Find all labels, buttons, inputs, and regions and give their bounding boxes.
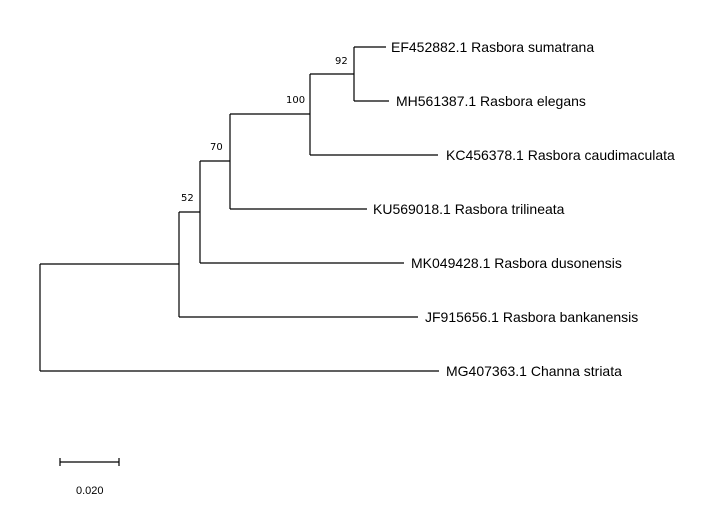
bootstrap-100: 100 — [286, 95, 305, 106]
taxon-label: MK049428.1 Rasbora dusonensis — [411, 255, 622, 271]
taxon-label: EF452882.1 Rasbora sumatrana — [391, 39, 594, 55]
bootstrap-92: 92 — [335, 56, 348, 67]
taxon-label: JF915656.1 Rasbora bankanensis — [425, 309, 638, 325]
taxon-label: KU569018.1 Rasbora trilineata — [373, 201, 565, 217]
taxon-label: MH561387.1 Rasbora elegans — [396, 93, 586, 109]
bootstrap-70: 70 — [210, 142, 223, 153]
taxon-label: KC456378.1 Rasbora caudimaculata — [446, 147, 675, 163]
scale-bar: 0.020 — [59, 458, 120, 497]
bootstrap-52: 52 — [181, 193, 194, 204]
scale-bar-label: 0.020 — [76, 485, 104, 497]
taxon-label: MG407363.1 Channa striata — [446, 363, 622, 379]
